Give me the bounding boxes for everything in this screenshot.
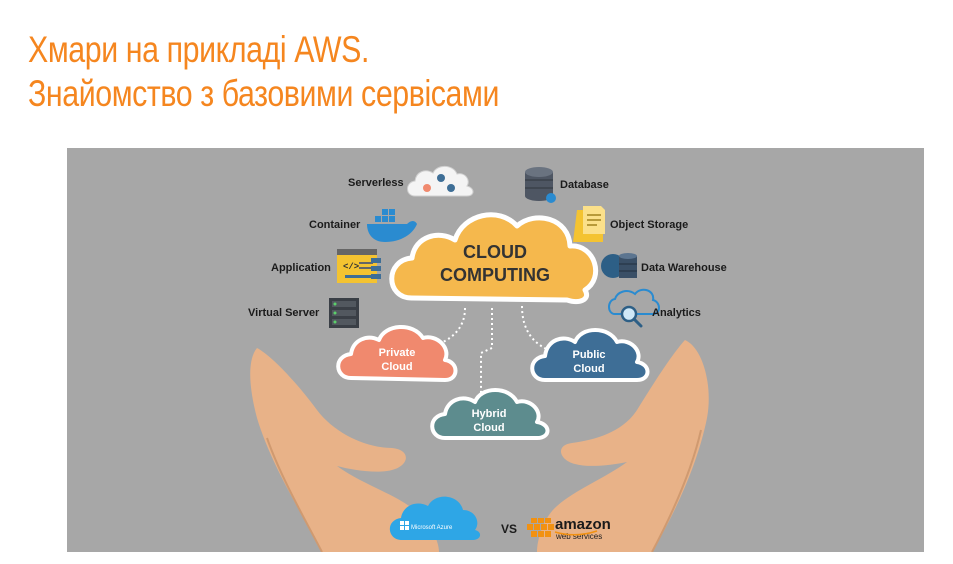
serverless-label: Serverless xyxy=(348,177,404,189)
central-cloud-line-1: CLOUD xyxy=(463,242,527,262)
left-hand-illustration xyxy=(250,348,439,552)
central-cloud-line-2: COMPUTING xyxy=(440,265,550,285)
hybrid-cloud-line-2: Cloud xyxy=(473,422,504,434)
service-virtual-server: Virtual Server xyxy=(248,298,359,328)
svg-text:</>: </> xyxy=(343,262,359,272)
aws-label-webservices: web services xyxy=(555,532,602,541)
application-label: Application xyxy=(271,262,331,274)
docker-whale-icon xyxy=(367,209,417,242)
code-window-icon: </> xyxy=(337,249,381,283)
service-application: Application </> xyxy=(271,249,381,283)
cloud-computing-diagram: CLOUD COMPUTING Private Cloud Public Clo… xyxy=(67,148,924,552)
private-cloud-line-1: Private xyxy=(379,347,416,359)
aws-logo: amazon web services xyxy=(527,516,611,541)
database-label: Database xyxy=(560,179,609,191)
service-object-storage: Object Storage xyxy=(573,206,688,242)
service-database: Database xyxy=(525,167,609,203)
magnifier-icon xyxy=(608,288,660,328)
document-file-icon xyxy=(573,206,605,242)
hybrid-cloud: Hybrid Cloud xyxy=(430,388,550,440)
title-line-1: Хмари на прикладі AWS. xyxy=(28,29,369,70)
page-title: Хмари на прикладі AWS. Знайомство з базо… xyxy=(28,28,499,116)
aws-boxes-icon xyxy=(527,518,554,537)
cloud-computing-cloud: CLOUD COMPUTING xyxy=(389,212,599,305)
azure-logo: Microsoft Azure xyxy=(389,496,481,540)
function-cloud-icon xyxy=(407,165,474,197)
private-cloud: Private Cloud xyxy=(336,324,458,382)
service-serverless: Serverless xyxy=(348,165,474,197)
container-label: Container xyxy=(309,219,361,231)
azure-label: Microsoft Azure xyxy=(411,525,453,531)
private-cloud-line-2: Cloud xyxy=(381,361,412,373)
server-rack-icon xyxy=(329,298,359,328)
public-cloud-line-2: Cloud xyxy=(573,363,604,375)
hybrid-cloud-line-1: Hybrid xyxy=(472,408,507,420)
service-analytics: Analytics xyxy=(608,288,701,328)
warehouse-drum-icon xyxy=(601,253,637,278)
analytics-label: Analytics xyxy=(652,307,701,319)
public-cloud: Public Cloud xyxy=(530,328,650,382)
virtual-server-label: Virtual Server xyxy=(248,307,320,319)
public-cloud-line-1: Public xyxy=(572,349,605,361)
aws-label-amazon: amazon xyxy=(555,516,611,533)
object-storage-label: Object Storage xyxy=(610,219,688,231)
vs-label: VS xyxy=(501,522,517,536)
data-warehouse-label: Data Warehouse xyxy=(641,262,727,274)
windows-icon xyxy=(400,521,409,530)
title-line-2: Знайомство з базовими сервісами xyxy=(28,73,500,114)
database-stack-icon xyxy=(525,167,556,203)
connector-lines xyxy=(426,305,558,398)
service-container: Container xyxy=(309,209,417,242)
service-data-warehouse: Data Warehouse xyxy=(601,253,727,278)
right-hand-illustration xyxy=(537,340,709,552)
